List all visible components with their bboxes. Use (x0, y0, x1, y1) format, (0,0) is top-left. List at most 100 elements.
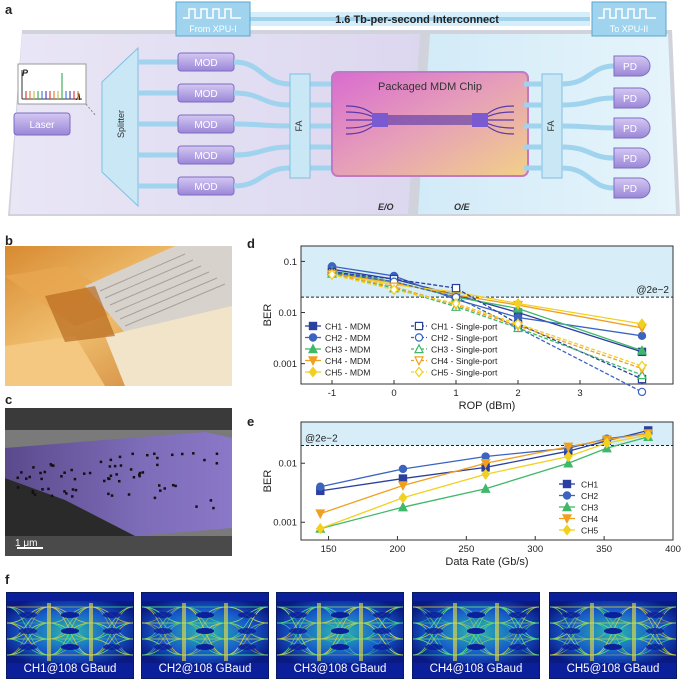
legend-marker (308, 321, 318, 331)
legend-entry: CH5 (581, 526, 598, 536)
data-point (481, 468, 490, 480)
y-tick-label: 0.001 (273, 359, 297, 370)
threshold-label: @2e−2 (636, 285, 669, 296)
legend-marker (562, 524, 572, 536)
pd-label-2: PD (623, 94, 637, 105)
eye-diagram-2: CH2@108 GBaud (141, 592, 269, 679)
legend-entry: CH3 - Single-port (431, 345, 498, 355)
threshold-label: @2e−2 (305, 433, 338, 444)
pd-label-4: PD (623, 154, 637, 165)
data-point (315, 509, 326, 520)
legend-entry: CH1 - Single-port (431, 322, 498, 332)
panel-label-e: e (247, 414, 255, 429)
data-point (398, 464, 408, 474)
x-tick-label: -1 (328, 388, 336, 399)
eye-diagram-1: CH1@108 GBaud (6, 592, 134, 679)
panel-label-a: a (5, 2, 13, 17)
from-xpu-label: From XPU-I (189, 24, 237, 34)
legend-marker (562, 479, 572, 489)
data-point (389, 284, 399, 296)
svg-text:P: P (22, 68, 29, 78)
data-point (513, 297, 523, 310)
mod-label-4: MOD (194, 151, 217, 162)
laser-label: Laser (29, 120, 55, 131)
panel-label-f: f (5, 572, 10, 587)
legend-marker (308, 366, 318, 378)
threshold-band (301, 246, 673, 298)
x-tick-label: 2 (515, 388, 520, 399)
series-line (320, 434, 649, 530)
data-point (451, 297, 461, 310)
y-axis-label: BER (262, 304, 274, 327)
data-point (480, 459, 491, 469)
legend-entry: CH4 - MDM (325, 356, 370, 366)
diagram-title: 1.6 Tb-per-second Interconnect (335, 14, 499, 26)
threshold-band (301, 422, 673, 446)
fa-right-label: FA (546, 120, 556, 131)
legend-marker (414, 321, 424, 331)
data-point (563, 442, 574, 453)
oe-label: O/E (454, 202, 471, 212)
x-tick-label: 150 (321, 544, 337, 555)
x-axis-label: Data Rate (Gb/s) (445, 556, 528, 568)
panel-label-c: c (5, 392, 13, 407)
legend-marker (308, 333, 318, 342)
legend-entry: CH5 - Single-port (431, 368, 498, 378)
legend-entry: CH3 - MDM (325, 345, 370, 355)
legend-marker (562, 491, 572, 500)
x-tick-label: 0 (391, 388, 396, 399)
series-line (320, 432, 649, 515)
legend-marker (414, 356, 424, 367)
legend-marker (414, 333, 424, 342)
legend-entry: CH2 - Single-port (431, 333, 498, 343)
data-point (397, 501, 408, 512)
data-point (637, 345, 647, 355)
data-point (315, 523, 325, 535)
y-tick-label: 0.001 (273, 518, 297, 529)
data-point (563, 450, 573, 463)
pd-label-3: PD (623, 124, 637, 135)
y-axis-label: BER (262, 470, 274, 493)
legend-entry: CH4 (581, 514, 598, 524)
pd-block-5 (613, 177, 651, 199)
x-tick-label: 3 (577, 388, 582, 399)
eye-diagram-label: CH3@108 GBaud (293, 663, 387, 675)
legend-entry: CH1 (581, 480, 598, 490)
data-point (637, 360, 647, 372)
mod-label-3: MOD (194, 120, 217, 131)
data-point (481, 452, 490, 461)
system-diagram: E/O O/E 1.6 Tb-per-second Interconnect F… (8, 1, 680, 216)
eye-diagram-3: CH3@108 GBaud (276, 592, 404, 679)
pd-block-2 (613, 87, 651, 109)
data-point (643, 429, 653, 441)
pd-block-1 (613, 55, 651, 77)
x-tick-label: 1 (453, 388, 458, 399)
y-tick-label: 0.01 (279, 459, 298, 470)
data-point (602, 437, 612, 449)
data-point (637, 369, 647, 380)
x-tick-label: 400 (665, 544, 681, 555)
x-tick-label: 350 (596, 544, 612, 555)
data-point (398, 492, 408, 504)
eye-diagram-4: CH4@108 GBaud (412, 592, 540, 679)
to-xpu-label: To XPU-II (610, 24, 649, 34)
series-line (320, 432, 649, 488)
legend-entry: CH1 - MDM (325, 322, 370, 332)
mod-label-1: MOD (194, 58, 217, 69)
legend-entry: CH3 (581, 503, 598, 513)
packaged-chip-photo (5, 246, 232, 386)
data-point (316, 482, 325, 491)
legend-marker (414, 366, 424, 378)
legend-entry: CH5 - MDM (325, 368, 370, 378)
data-point (637, 387, 647, 397)
data-point (637, 318, 647, 330)
panel-label-d: d (247, 236, 255, 251)
fa-left-label: FA (294, 120, 304, 131)
plot-frame (300, 245, 674, 385)
legend-marker (562, 514, 572, 525)
series-line (331, 271, 643, 380)
y-tick-label: 0.1 (284, 257, 297, 268)
x-tick-label: 200 (390, 544, 406, 555)
